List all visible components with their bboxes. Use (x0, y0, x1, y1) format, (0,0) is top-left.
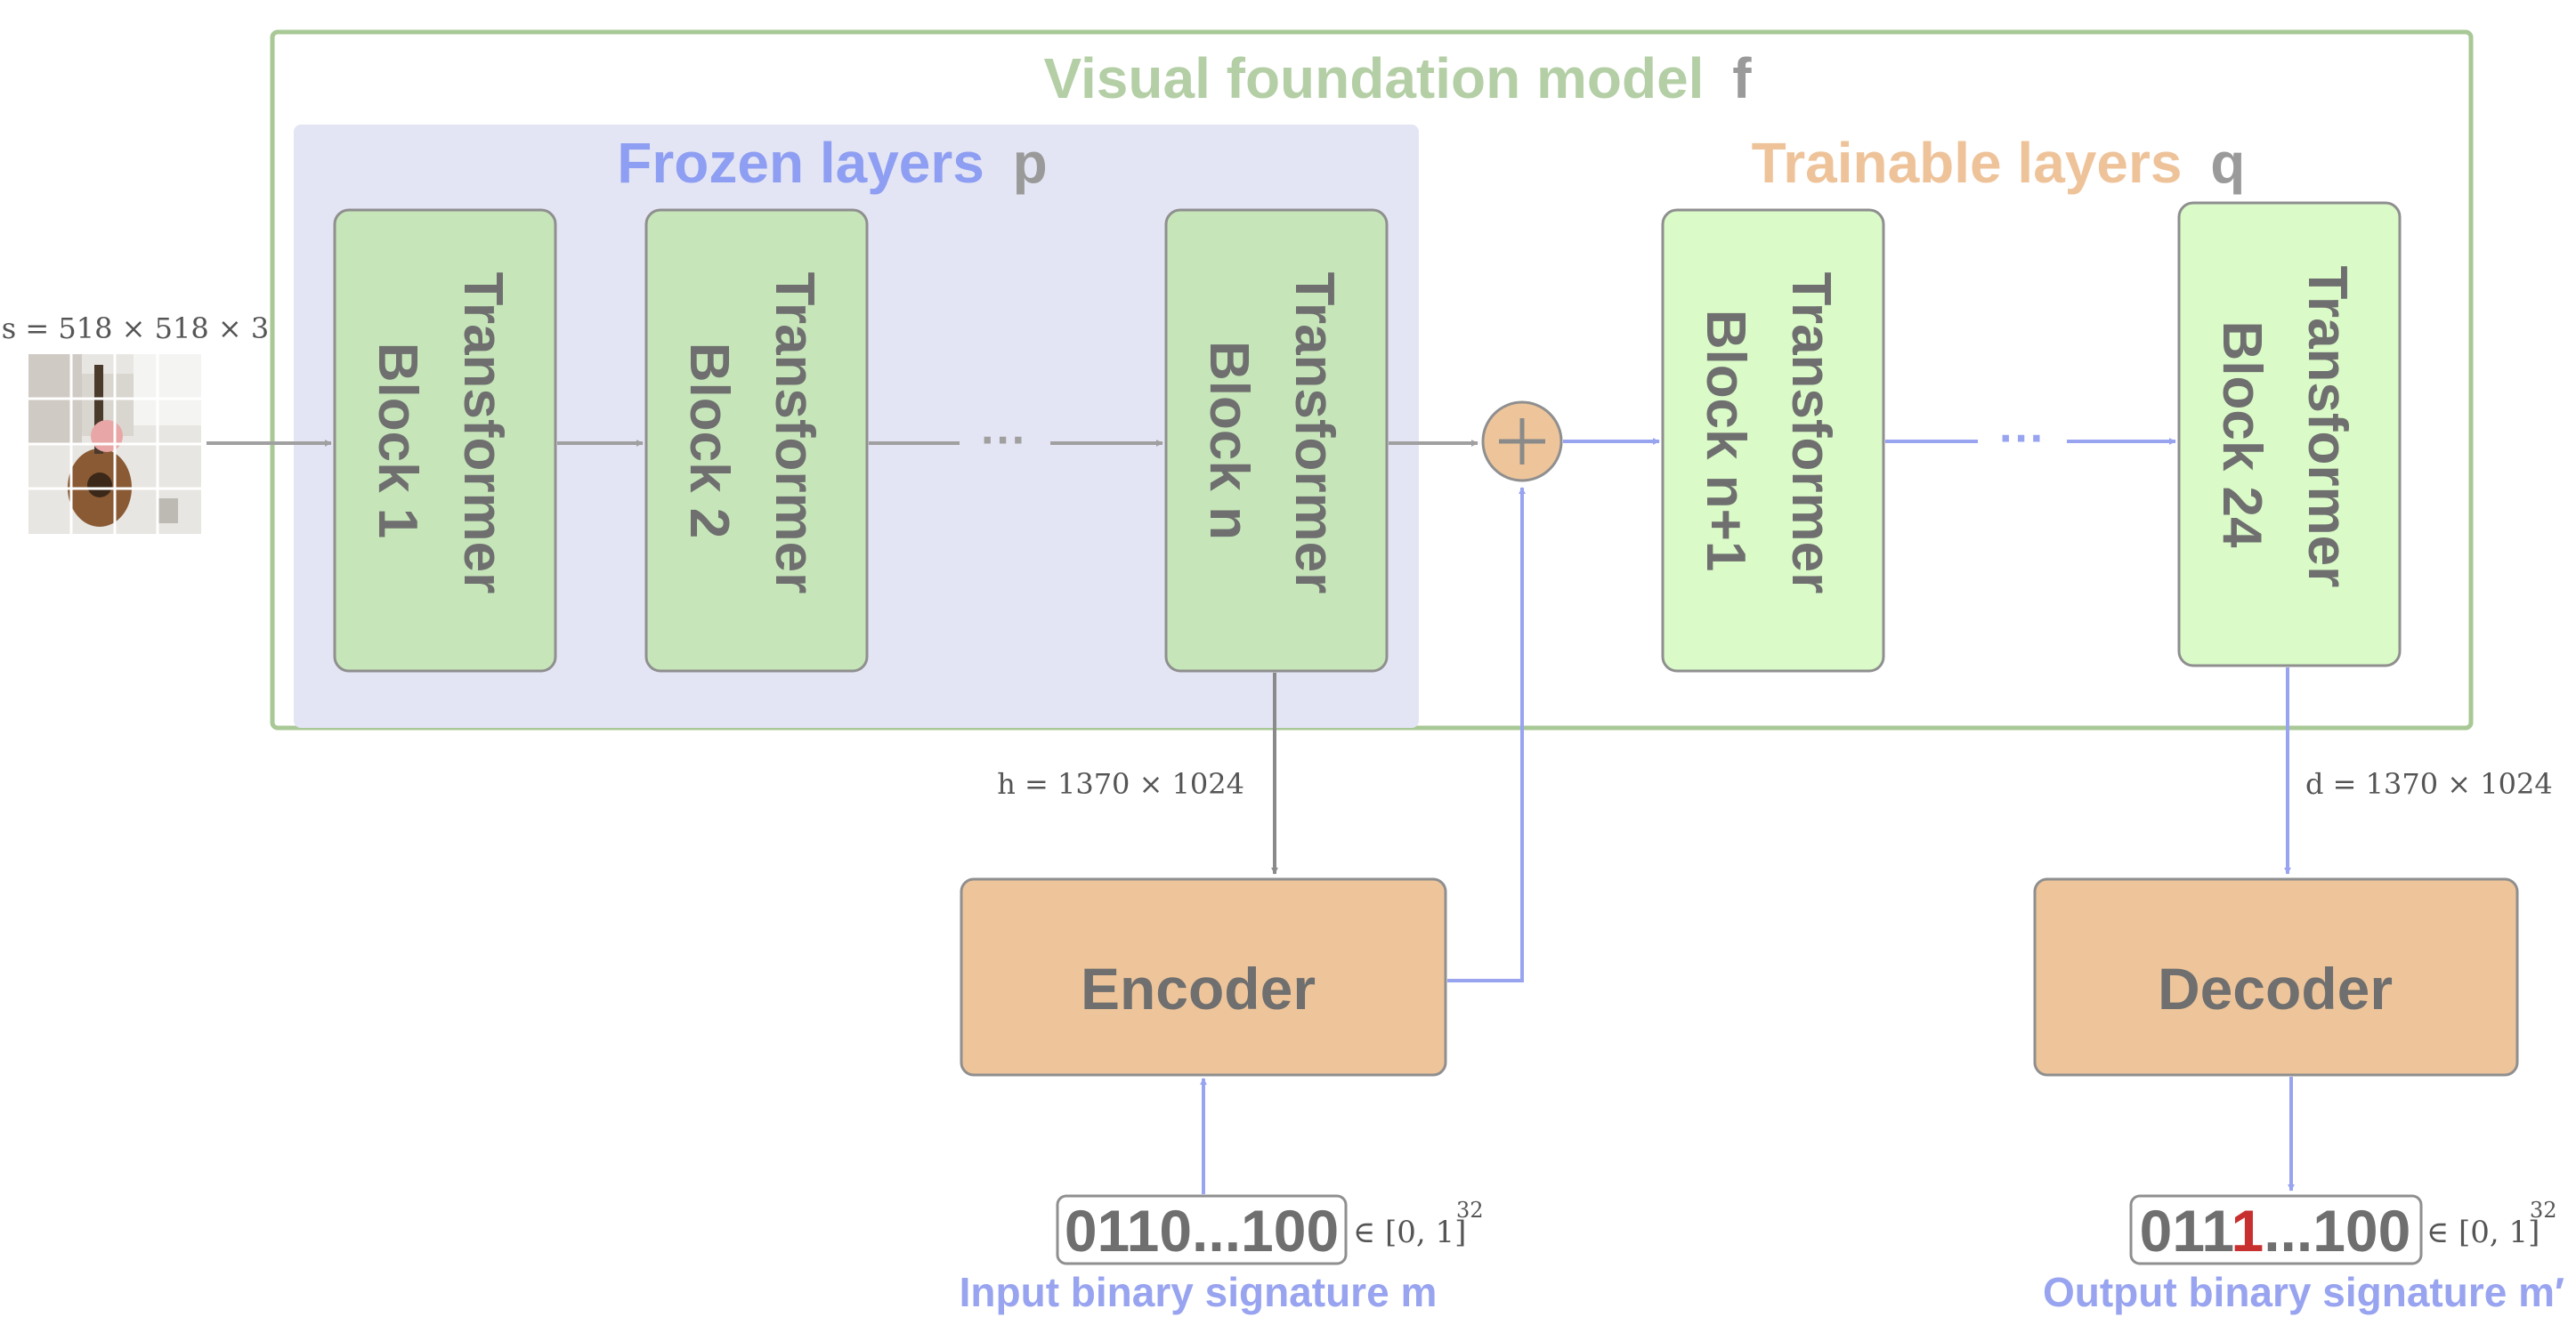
block-24-line2: Block 24 (2211, 320, 2272, 548)
decoder-box: Decoder (2033, 877, 2519, 1077)
transformer-block-1: Transformer Block 1 (333, 208, 557, 673)
input-signature-set: ∈ [0, 1] (1353, 1215, 1466, 1250)
svg-text:0111...100: 0111...100 (2140, 1198, 2411, 1264)
block-n1-line1: Transformer (1780, 271, 1842, 594)
svg-text:Transformer Block 24: Transformer Block 24 (2211, 265, 2358, 602)
block-n-line1: Transformer (1284, 271, 1345, 594)
ellipsis-trainable: ··· (1999, 413, 2045, 465)
block-2-line1: Transformer (764, 271, 825, 594)
frozen-label-text: Frozen layers (617, 131, 984, 195)
add-node (1481, 400, 1563, 482)
ellipsis-frozen: ··· (981, 415, 1027, 466)
input-image-label: s = 518 × 518 × 3 (2, 311, 269, 345)
model-title: Visual foundation model f (1043, 46, 1752, 110)
transformer-block-24: Transformer Block 24 (2177, 201, 2402, 667)
decoded-label: d = 1370 × 1024 (2305, 767, 2553, 801)
model-title-symbol: f (1732, 46, 1752, 110)
svg-text:Transformer Block 2: Transformer Block 2 (678, 271, 825, 609)
frozen-label-symbol: p (1013, 131, 1048, 195)
trainable-label-text: Trainable layers (1752, 131, 2183, 195)
block-1-line1: Transformer (452, 271, 514, 594)
trainable-label-symbol: q (2210, 131, 2245, 195)
transformer-block-n-plus-1: Transformer Block n+1 (1661, 208, 1885, 673)
output-signature-exponent: 32 (2530, 1198, 2557, 1223)
encoder-box: Encoder (960, 877, 1447, 1077)
output-signature-set: ∈ [0, 1] (2426, 1215, 2540, 1250)
transformer-block-2: Transformer Block 2 (644, 208, 869, 673)
output-signature-flipped-bit: 1 (2231, 1198, 2264, 1264)
svg-text:Transformer Block n: Transformer Block n (1198, 271, 1345, 609)
block-n1-line2: Block n+1 (1695, 310, 1756, 572)
transformer-block-n: Transformer Block n (1164, 208, 1389, 673)
output-signature-bits-suffix: ...100 (2264, 1198, 2410, 1264)
block-n-line2: Block n (1198, 341, 1260, 540)
input-signature: 0110...100 ∈ [0, 1] 32 (1056, 1194, 1484, 1265)
model-title-text: Visual foundation model (1043, 46, 1704, 110)
trainable-label: Trainable layers q (1752, 131, 2246, 195)
input-signature-caption: Input binary signature m (960, 1269, 1438, 1315)
decoder-label: Decoder (2158, 956, 2393, 1022)
encoder-label: Encoder (1081, 956, 1316, 1022)
hidden-label: h = 1370 × 1024 (997, 767, 1244, 801)
block-24-line1: Transformer (2297, 265, 2358, 587)
input-image (28, 354, 201, 534)
frozen-label: Frozen layers p (617, 131, 1048, 195)
svg-text:Transformer Block n+1: Transformer Block n+1 (1695, 271, 1842, 609)
output-signature-caption: Output binary signature m′ (2043, 1269, 2564, 1315)
block-1-line2: Block 1 (367, 343, 428, 539)
block-2-line2: Block 2 (678, 343, 740, 539)
output-signature: 0111...100 ∈ [0, 1] 32 (2129, 1194, 2557, 1265)
input-signature-exponent: 32 (1456, 1198, 1484, 1223)
svg-text:Transformer Block 1: Transformer Block 1 (367, 271, 514, 609)
arrow-encoder-to-plus (1447, 487, 1526, 982)
input-signature-bits: 0110...100 (1065, 1198, 1339, 1264)
output-signature-bits-prefix: 011 (2140, 1198, 2233, 1264)
